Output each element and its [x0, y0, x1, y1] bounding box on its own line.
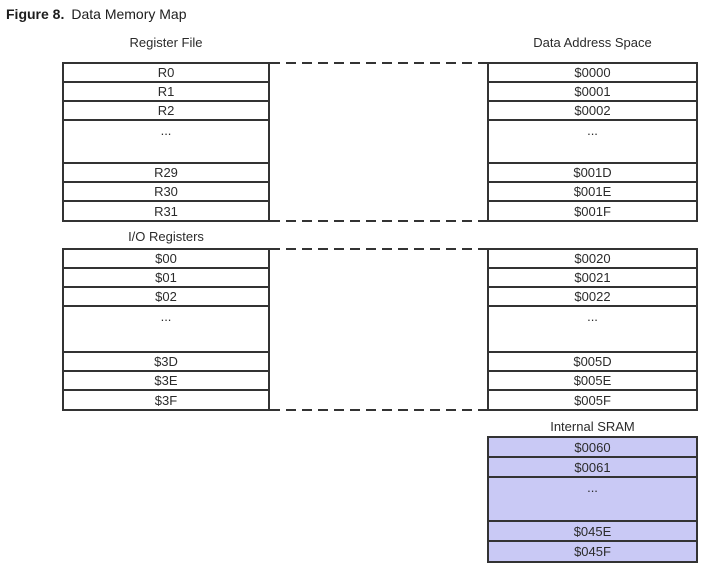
register-file-row: R0: [64, 64, 268, 83]
register-file-label: Register File: [129, 35, 203, 50]
io-register-row: $3D: [64, 353, 268, 372]
dashed-connector-register-top: [270, 62, 487, 64]
figure-title: Figure 8. Data Memory Map: [6, 6, 187, 22]
data-address-register-block: $0000 $0001 $0002 ... $001D $001E $001F: [487, 62, 698, 222]
address-row-ellipsis: ...: [489, 121, 696, 164]
address-row: $005F: [574, 392, 611, 408]
register-file-row: R30: [64, 183, 268, 202]
io-registers-label: I/O Registers: [128, 229, 204, 244]
dashed-connector-io-top: [270, 248, 487, 250]
figure-name: Data Memory Map: [71, 6, 187, 22]
figure-number: Figure 8.: [6, 6, 65, 22]
register-file-box: R0 R1 R2 ... R29 R30 R31: [62, 62, 270, 222]
io-register-row: $02: [64, 288, 268, 307]
register-file-row: R2: [64, 102, 268, 121]
io-registers-box: $00 $01 $02 ... $3D $3E $3F: [62, 248, 270, 411]
address-row: $0022: [489, 288, 696, 307]
io-register-row: $3E: [64, 372, 268, 391]
io-register-row: $00: [64, 250, 268, 269]
dashed-connector-io-bottom: [270, 409, 487, 411]
address-row: $005D: [489, 353, 696, 372]
address-row: $001D: [489, 164, 696, 183]
register-file-row: R29: [64, 164, 268, 183]
io-register-row: $01: [64, 269, 268, 288]
register-file-row: R1: [64, 83, 268, 102]
address-row: $0020: [489, 250, 696, 269]
data-address-space-label: Data Address Space: [533, 35, 652, 50]
sram-row: $0060: [489, 438, 696, 458]
address-row: $0001: [489, 83, 696, 102]
data-address-io-block: $0020 $0021 $0022 ... $005D $005E $005F: [487, 248, 698, 411]
dashed-connector-register-bottom: [270, 220, 487, 222]
sram-row-ellipsis: ...: [489, 478, 696, 522]
address-row: $005E: [489, 372, 696, 391]
internal-sram-label: Internal SRAM: [550, 419, 635, 434]
register-file-row-ellipsis: ...: [64, 121, 268, 164]
address-row-ellipsis: ...: [489, 307, 696, 353]
io-register-row: $3F: [154, 392, 178, 408]
sram-row: $0061: [489, 458, 696, 478]
address-row: $001E: [489, 183, 696, 202]
register-file-row: R31: [154, 203, 178, 219]
address-row: $0000: [489, 64, 696, 83]
sram-row: $045E: [489, 522, 696, 542]
io-register-row-ellipsis: ...: [64, 307, 268, 353]
address-row: $001F: [574, 203, 611, 219]
address-row: $0021: [489, 269, 696, 288]
address-row: $0002: [489, 102, 696, 121]
internal-sram-box: $0060 $0061 ... $045E $045F: [487, 436, 698, 563]
sram-row: $045F: [489, 542, 696, 561]
